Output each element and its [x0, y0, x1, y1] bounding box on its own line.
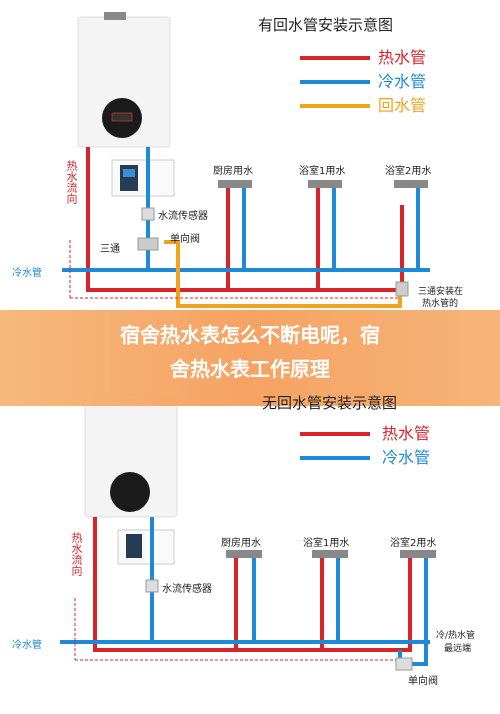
legend-label-cold: 冷水管 [378, 72, 427, 91]
banner-title: 宿舍热水表怎么不断电呢，宿 舍热水表工作原理 [0, 318, 500, 386]
tee-label-top: 三通 [100, 244, 120, 255]
hot-pipe-bottom [93, 517, 412, 652]
heater-vent [104, 12, 126, 20]
farthest-label-bottom: 最远端 [444, 644, 472, 654]
legend-label-return: 回水管 [378, 96, 427, 115]
tee-far-top [395, 281, 409, 297]
legend-label-cold-bottom: 冷水管 [382, 448, 431, 467]
legend-label-hot: 热水管 [378, 48, 427, 67]
kitchen-label-bottom: 厨房用水 [221, 538, 261, 549]
return-pipe-top [164, 240, 402, 308]
fixture-bath2-bottom [400, 550, 436, 558]
fixture-bath1-top [308, 180, 342, 188]
hot-flow-label-bottom: 热水流向 [70, 532, 83, 576]
legend-swatch-hot [300, 56, 370, 60]
diagram-title-bottom: 无回水管安装示意图 [262, 394, 398, 412]
bath2-label-top: 浴室2用水 [385, 166, 432, 177]
flow-sensor-label-top: 水流传感器 [158, 211, 208, 222]
legend-swatch-return [300, 104, 370, 108]
title-banner [0, 310, 500, 406]
cold-pipe-label-bottom: 冷水管 [12, 640, 42, 651]
legend-label-hot-bottom: 热水管 [382, 424, 431, 443]
fixture-kitchen-top [218, 180, 252, 188]
flow-sensor-bottom [145, 579, 159, 593]
hot-pipe-far-label-top: 热水管的 [422, 299, 459, 309]
tee-top [137, 237, 159, 251]
heater-display-bottom [110, 472, 150, 512]
cold-hot-pipe-label-bottom: 冷/热水管 [436, 631, 476, 641]
flow-sensor-top [141, 207, 155, 221]
bath1-label-bottom: 浴室1用水 [303, 538, 350, 549]
kitchen-label-top: 厨房用水 [213, 166, 253, 177]
flow-sensor-label-bottom: 水流传感器 [162, 584, 212, 595]
banner-line-2: 舍热水表工作原理 [170, 357, 330, 381]
diagram-title-top: 有回水管安装示意图 [258, 16, 394, 34]
check-valve-bottom [395, 657, 413, 671]
legend-swatch-cold [300, 80, 370, 84]
check-valve-label-top: 单向阀 [170, 234, 200, 245]
hot-pipe-top [86, 147, 404, 292]
hot-flow-label-top: 热水流向 [65, 160, 78, 204]
cold-pipe-label-top: 冷水管 [12, 268, 42, 279]
banner-line-1: 宿舍热水表怎么不断电呢，宿 [120, 323, 380, 347]
fixture-kitchen-bottom [226, 550, 262, 558]
check-valve-label-bottom: 单向阀 [408, 676, 438, 687]
fixture-bath2-top [394, 180, 428, 188]
bath1-label-top: 浴室1用水 [299, 166, 346, 177]
bath2-label-bottom: 浴室2用水 [390, 538, 437, 549]
legend-swatch-hot-bottom [300, 432, 370, 436]
legend-swatch-cold-bottom [300, 456, 370, 460]
fixture-bath1-bottom [312, 550, 348, 558]
tee-install-label-top: 三通安装在 [418, 287, 464, 297]
